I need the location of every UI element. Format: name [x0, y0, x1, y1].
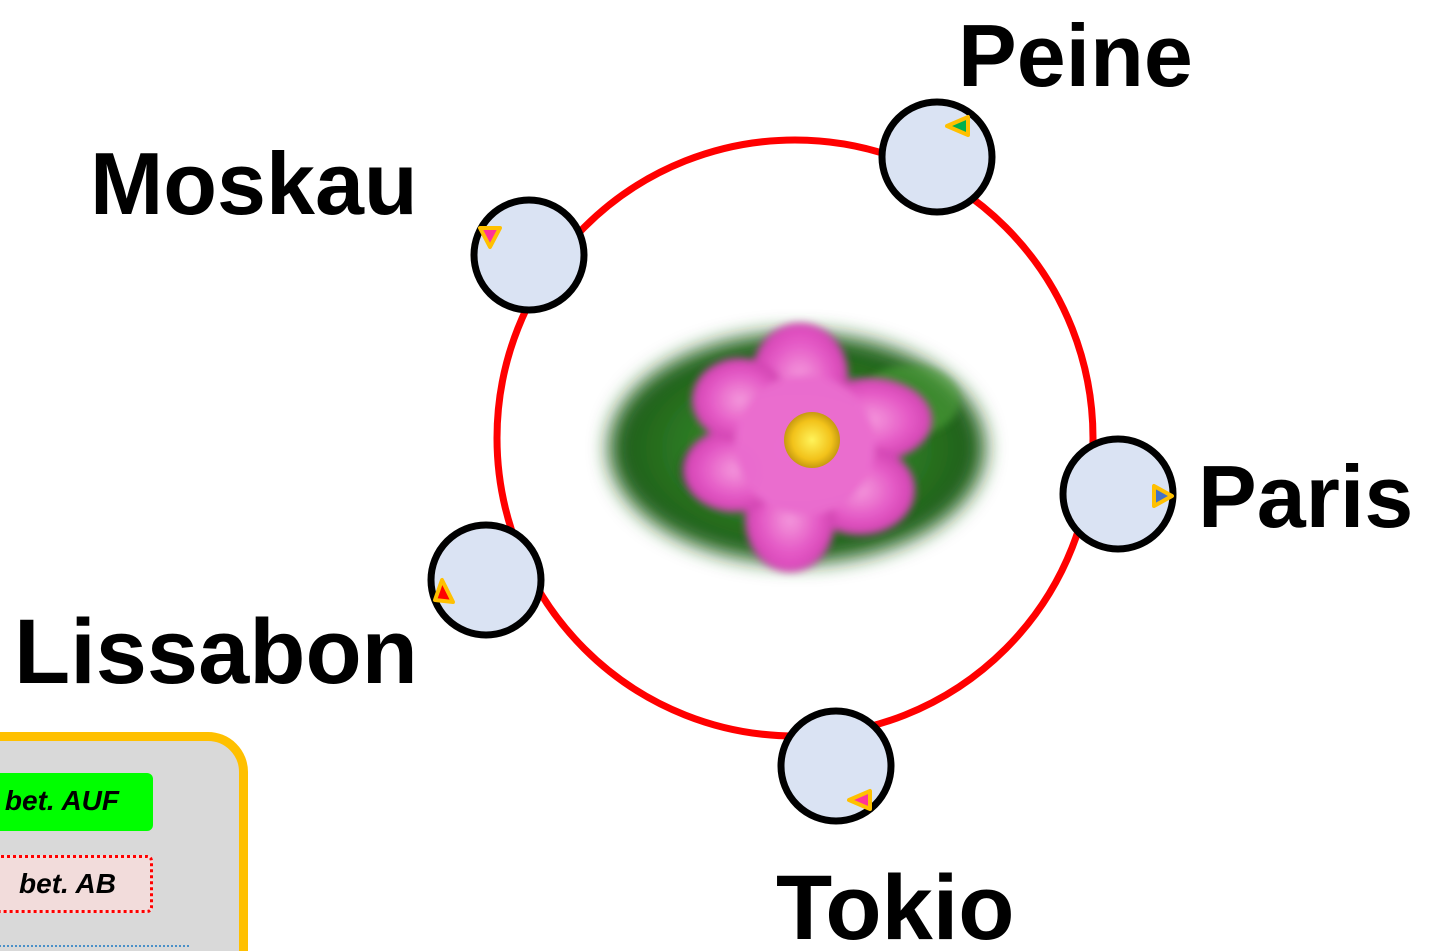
city-node-lissabon — [427, 521, 545, 639]
city-label-peine: Peine — [958, 6, 1193, 105]
direction-marker-moskau-icon — [478, 226, 502, 249]
legend-item-blue — [0, 945, 189, 951]
flower-photo-icon — [609, 323, 985, 572]
city-node-moskau — [470, 196, 588, 314]
city-node-tokio — [777, 707, 895, 825]
city-node-paris — [1059, 435, 1177, 553]
city-label-tokio: Tokio — [776, 857, 1015, 951]
city-label-lissabon: Lissabon — [14, 601, 418, 703]
direction-marker-lissabon-icon — [433, 578, 455, 604]
legend-panel: bet. AUF bet. AB — [0, 732, 248, 951]
city-node-peine — [878, 98, 996, 216]
direction-marker-tokio-icon — [847, 789, 872, 811]
direction-marker-peine-icon — [945, 115, 970, 137]
direction-marker-paris-icon — [1152, 484, 1174, 508]
city-label-paris: Paris — [1198, 447, 1414, 546]
city-label-moskau: Moskau — [90, 134, 418, 233]
legend-item-auf: bet. AUF — [0, 773, 153, 831]
legend-item-ab: bet. AB — [0, 855, 153, 913]
